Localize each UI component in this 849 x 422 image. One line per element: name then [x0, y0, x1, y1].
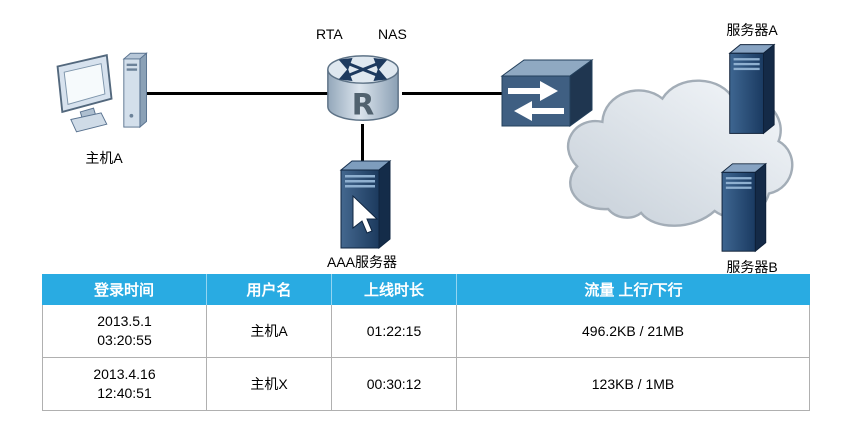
- server-a-icon: [728, 43, 776, 135]
- server-b-label: 服务器B: [726, 259, 778, 275]
- table-row: 2013.5.1 03:20:55 主机A 01:22:15 496.2KB /…: [42, 305, 810, 358]
- aaa-server-icon: [339, 159, 392, 250]
- col-header-login-time: 登录时间: [42, 274, 207, 305]
- cell-traffic: 123KB / 1MB: [457, 358, 810, 411]
- col-header-traffic: 流量 上行/下行: [584, 282, 683, 299]
- cell-duration: 01:22:15: [332, 305, 457, 358]
- cell-username: 主机A: [207, 305, 332, 358]
- crossed-arrows-icon: [338, 58, 388, 82]
- arrow-right-icon: [508, 81, 558, 101]
- cell-login-time: 2013.4.16 12:40:51: [42, 358, 207, 411]
- server-a-label: 服务器A: [726, 22, 778, 38]
- cell-login-time: 2013.5.1 03:20:55: [42, 305, 207, 358]
- cell-username: 主机X: [207, 358, 332, 411]
- aaa-server-label: AAA服务器: [326, 254, 397, 270]
- nas-label: NAS: [378, 26, 407, 42]
- link-router-aaa: [361, 124, 364, 162]
- cell-duration: 00:30:12: [332, 358, 457, 411]
- rta-label: RTA: [316, 26, 343, 42]
- accounting-table: 登录时间 用户名 上线时长 流量 上行/下行 2013.5.1 03:20:55…: [42, 274, 810, 411]
- server-b-icon: [720, 162, 768, 253]
- arrow-left-icon: [514, 101, 564, 121]
- router-icon: R: [327, 55, 399, 121]
- table-header-row: 登录时间 用户名 上线时长 流量 上行/下行: [42, 274, 810, 305]
- switch-icon: [500, 59, 594, 127]
- router-letter: R: [352, 87, 375, 121]
- link-router-switch: [402, 92, 505, 95]
- desktop-pc-icon: [56, 52, 148, 133]
- table-row: 2013.4.16 12:40:51 主机X 00:30:12 123KB / …: [42, 358, 810, 411]
- host-a-label: 主机A: [85, 150, 123, 166]
- cursor-arrow-icon: [352, 194, 379, 234]
- col-header-username: 用户名: [207, 274, 332, 305]
- col-header-duration: 上线时长: [332, 274, 457, 305]
- link-host-router: [145, 92, 335, 95]
- cell-traffic: 496.2KB / 21MB: [457, 305, 810, 358]
